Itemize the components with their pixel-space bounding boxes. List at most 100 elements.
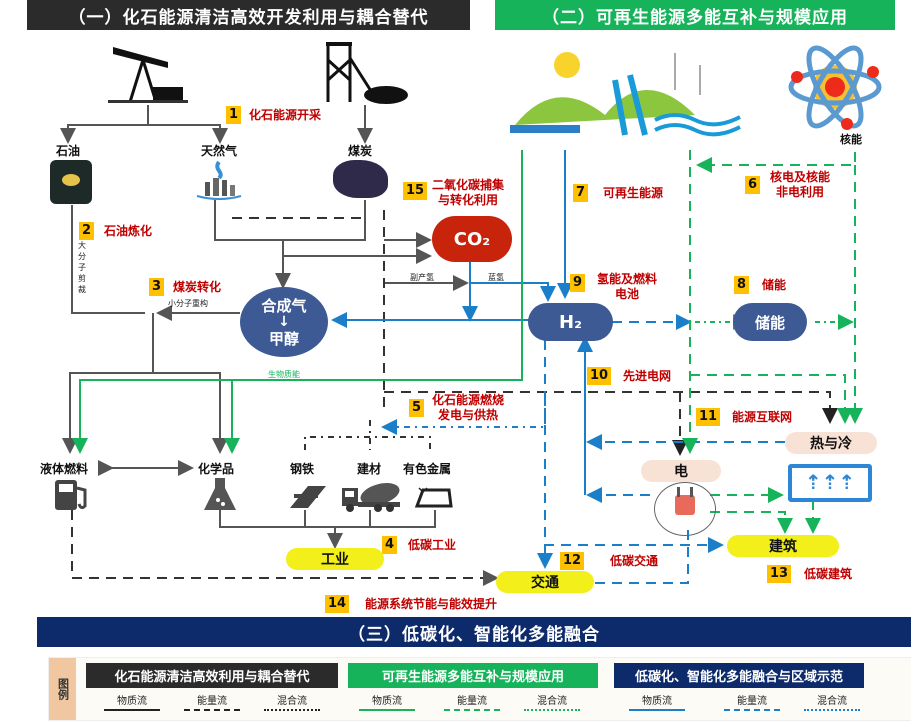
badge-10: 10 bbox=[587, 367, 612, 385]
label-1: 化石能源开采 bbox=[249, 108, 322, 122]
nuclear-atom-icon bbox=[785, 42, 885, 132]
methanol-label: 甲醇 bbox=[268, 330, 299, 348]
legend-item-label: 物质流 bbox=[372, 696, 402, 707]
gas-label: 天然气 bbox=[201, 144, 238, 158]
section3-header: （三）低碳化、智能化多能融合 bbox=[37, 617, 911, 647]
coal-label: 煤炭 bbox=[348, 144, 373, 158]
transport-node: 交通 bbox=[496, 571, 594, 593]
syngas-methanol-node: 合成气 ↓ 甲醇 bbox=[240, 287, 328, 357]
legend-line-dotted bbox=[264, 709, 320, 711]
storage-node: 储能 bbox=[733, 303, 807, 341]
legend-line-solid bbox=[629, 709, 685, 711]
fossil-flows bbox=[60, 105, 469, 549]
industry-node: 工业 bbox=[286, 548, 384, 570]
legend-2-mixed: 混合流 bbox=[524, 692, 580, 711]
heater-icon: ⇡⇡⇡ bbox=[788, 464, 872, 502]
legend-3-material: 物质流 bbox=[629, 692, 685, 711]
legend-line-dotted bbox=[524, 709, 580, 711]
label-8: 储能 bbox=[762, 278, 787, 292]
badge-7: 7 bbox=[573, 184, 589, 202]
legend-group-3-title: 低碳化、智能化多能融合与区域示范 bbox=[614, 663, 864, 688]
nonferrous-label: 有色金属 bbox=[403, 462, 452, 476]
badge-4: 4 bbox=[382, 536, 398, 554]
flask-icon bbox=[200, 476, 240, 512]
h2-node: H₂ bbox=[528, 303, 613, 341]
legend-line-solid bbox=[359, 709, 415, 711]
badge-5: 5 bbox=[409, 399, 425, 417]
legend-group-2-title: 可再生能源多能互补与规模应用 bbox=[348, 663, 598, 688]
label-9: 氢能及燃料 电池 bbox=[597, 272, 658, 301]
badge-14: 14 bbox=[325, 595, 350, 613]
legend-group-1-title: 化石能源清洁高效利用与耦合替代 bbox=[86, 663, 338, 688]
label-5: 化石能源燃烧 发电与供热 bbox=[432, 393, 505, 422]
legend-item-label: 能量流 bbox=[197, 696, 227, 707]
label-3: 煤炭转化 bbox=[173, 280, 222, 294]
label-6: 核电及核能 非电利用 bbox=[770, 170, 831, 199]
legend-1-material: 物质流 bbox=[104, 692, 160, 711]
fuel-pump-icon bbox=[53, 478, 93, 512]
label-7: 可再生能源 bbox=[603, 186, 664, 200]
legend-2-energy: 能量流 bbox=[444, 692, 500, 711]
label-12: 低碳交通 bbox=[610, 554, 659, 568]
legend-item-label: 物质流 bbox=[117, 696, 147, 707]
legend-3-mixed: 混合流 bbox=[804, 692, 860, 711]
badge-6: 6 bbox=[745, 176, 761, 194]
badge-9: 9 bbox=[570, 274, 586, 292]
annotation-small-molecule: 小分子重构 bbox=[168, 299, 208, 308]
legend: 图例 化石能源清洁高效利用与耦合替代 可再生能源多能互补与规模应用 低碳化、智能… bbox=[48, 657, 911, 721]
badge-2: 2 bbox=[79, 222, 95, 240]
legend-line-solid bbox=[104, 709, 160, 711]
syngas-label: 合成气 bbox=[261, 297, 307, 315]
annotation-biomass: 生物质能 bbox=[268, 370, 300, 379]
legend-2-material: 物质流 bbox=[359, 692, 415, 711]
oil-pump-icon bbox=[108, 42, 188, 104]
annotation-byproduct-h2: 副产氢 bbox=[410, 273, 434, 282]
legend-item-label: 物质流 bbox=[642, 696, 672, 707]
label-13: 低碳建筑 bbox=[804, 567, 853, 581]
building-materials-label: 建材 bbox=[357, 462, 382, 476]
section2-header: （二）可再生能源多能互补与规模应用 bbox=[495, 0, 895, 30]
renewable-landscape-icon bbox=[505, 45, 745, 140]
co2-node: CO₂ bbox=[432, 216, 512, 262]
legend-line-dotted bbox=[804, 709, 860, 711]
badge-15: 15 bbox=[403, 182, 428, 200]
label-11: 能源互联网 bbox=[732, 410, 793, 424]
badge-11: 11 bbox=[696, 408, 721, 426]
down-arrow-icon: ↓ bbox=[278, 314, 290, 330]
legend-item-label: 能量流 bbox=[457, 696, 487, 707]
integration-flows bbox=[331, 150, 593, 495]
chemicals-label: 化学品 bbox=[198, 462, 235, 476]
steel-label: 钢铁 bbox=[290, 462, 315, 476]
liquid-fuel-label: 液体燃料 bbox=[40, 462, 89, 476]
plug-icon bbox=[654, 482, 716, 536]
coal-mine-icon bbox=[318, 40, 408, 104]
annotation-macro-cracking: 大分子剪裁 bbox=[78, 241, 86, 294]
oil-barrel-icon bbox=[50, 160, 92, 204]
natural-gas-icon bbox=[195, 160, 243, 200]
legend-1-energy: 能量流 bbox=[184, 692, 240, 711]
badge-13: 13 bbox=[767, 565, 792, 583]
legend-3-energy: 能量流 bbox=[724, 692, 780, 711]
legend-line-dashed bbox=[184, 709, 240, 711]
badge-1: 1 bbox=[226, 106, 242, 124]
label-2: 石油炼化 bbox=[104, 224, 153, 238]
legend-1-mixed: 混合流 bbox=[264, 692, 320, 711]
label-14: 能源系统节能与能效提升 bbox=[365, 597, 498, 611]
label-15: 二氧化碳捕集 与转化利用 bbox=[432, 178, 505, 207]
legend-tab: 图例 bbox=[49, 658, 76, 720]
steel-beam-icon bbox=[288, 482, 328, 510]
legend-item-label: 混合流 bbox=[537, 696, 567, 707]
label-4: 低碳工业 bbox=[408, 538, 457, 552]
label-10: 先进电网 bbox=[623, 369, 672, 383]
heat-cold-node: 热与冷 bbox=[785, 432, 877, 454]
building-node: 建筑 bbox=[727, 535, 839, 557]
oil-label: 石油 bbox=[56, 144, 81, 158]
section1-header: （一）化石能源清洁高效开发利用与耦合替代 bbox=[27, 0, 470, 30]
legend-item-label: 混合流 bbox=[817, 696, 847, 707]
metal-ingot-icon bbox=[413, 484, 453, 508]
coal-icon bbox=[333, 160, 388, 198]
nuclear-label: 核能 bbox=[840, 133, 862, 146]
badge-12: 12 bbox=[560, 552, 585, 570]
renewable-flows bbox=[72, 150, 523, 454]
